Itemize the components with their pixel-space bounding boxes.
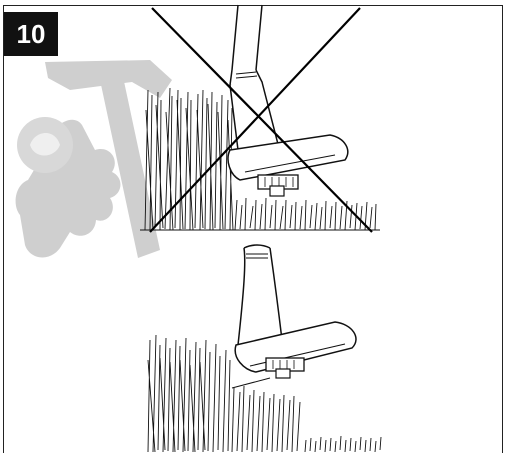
step-number-badge: 10 <box>4 12 58 56</box>
incorrect-cutting-figure <box>140 4 380 233</box>
grass-tall-bottom <box>147 334 382 453</box>
page-frame <box>3 5 503 453</box>
cross-out-mark <box>149 7 373 233</box>
correct-cutting-figure <box>147 244 382 453</box>
